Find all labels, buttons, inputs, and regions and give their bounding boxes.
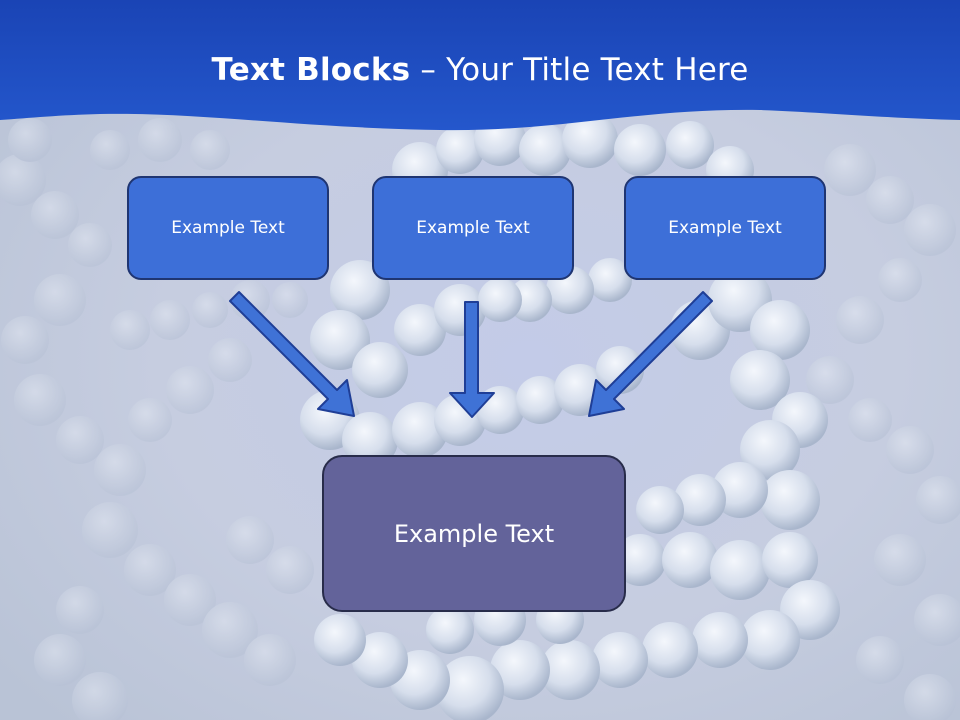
result-text-block: Example Text	[322, 455, 626, 612]
text-block-2: Example Text	[372, 176, 574, 280]
slide-title: Text Blocks – Your Title Text Here	[0, 52, 960, 88]
arrow-down-icon	[449, 301, 495, 418]
title-rest: Your Title Text Here	[446, 52, 749, 88]
arrow-left-icon	[229, 291, 355, 417]
arrow-right-icon	[588, 291, 713, 417]
title-bold-part: Text Blocks	[211, 52, 411, 88]
result-text-block-label: Example Text	[393, 519, 555, 548]
text-block-3: Example Text	[624, 176, 826, 280]
text-block-1-label: Example Text	[171, 218, 285, 238]
text-block-2-label: Example Text	[416, 218, 530, 238]
text-block-1: Example Text	[127, 176, 329, 280]
title-dash: –	[410, 52, 447, 88]
text-block-3-label: Example Text	[668, 218, 782, 238]
